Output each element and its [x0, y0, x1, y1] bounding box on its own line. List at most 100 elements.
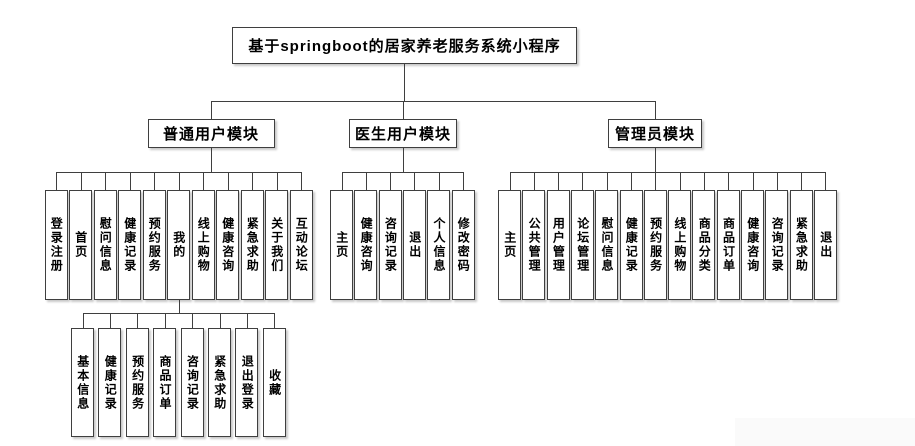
- tree-node: 用户管理: [546, 190, 570, 300]
- tree-node-label: 预约服务: [130, 354, 145, 411]
- connector-line: [801, 172, 803, 190]
- connector-line: [56, 172, 57, 190]
- window-corner-strip: [735, 418, 915, 446]
- connector-line: [105, 172, 106, 190]
- connector-line: [679, 172, 681, 190]
- connector-line: [82, 313, 275, 314]
- tree-node-label: 个人信息: [431, 217, 446, 273]
- tree-node-label: 健康记录: [122, 217, 137, 273]
- connector-line: [752, 172, 754, 190]
- connector-line: [414, 172, 416, 190]
- connector-line: [137, 313, 139, 328]
- connector-line: [703, 172, 705, 190]
- tree-node: 退出: [402, 190, 426, 300]
- connector-line: [558, 172, 560, 190]
- tree-node: 咨询记录: [180, 328, 204, 437]
- tree-node: 个人信息: [427, 190, 451, 300]
- tree-node: 商品订单: [716, 190, 740, 300]
- tree-node-label: 预约服务: [648, 217, 663, 273]
- tree-node-label: 登录注册: [49, 217, 64, 273]
- tree-node-label: 咨询记录: [185, 354, 200, 411]
- tree-node-label: 紧急求助: [794, 217, 809, 273]
- tree-node-label: 商品订单: [157, 354, 172, 411]
- tree-node: 健康记录: [98, 328, 122, 437]
- tree-node: 健康记录: [619, 190, 643, 300]
- tree-node: 商品分类: [692, 190, 716, 300]
- connector-line: [728, 172, 730, 190]
- connector-line: [341, 172, 463, 173]
- tree-node-label: 预约服务: [147, 217, 162, 273]
- tree-node: 咨询记录: [378, 190, 402, 300]
- tree-node: 互动论坛: [289, 190, 313, 300]
- connector-line: [276, 172, 278, 190]
- tree-node: 健康咨询: [216, 190, 239, 300]
- tree-node: 咨询记录: [765, 190, 789, 300]
- tree-node: 预约服务: [125, 328, 149, 437]
- connector-line: [211, 101, 655, 102]
- tree-node-label: 咨询记录: [770, 217, 785, 273]
- tree-node-label: 主页: [502, 231, 517, 259]
- tree-node-label: 健康记录: [103, 354, 118, 411]
- module-node: 医生用户模块: [349, 119, 457, 148]
- tree-node-label: 退出登录: [240, 354, 255, 411]
- tree-node: 关于我们: [265, 190, 288, 300]
- tree-node: 健康记录: [118, 190, 141, 300]
- connector-line: [178, 300, 180, 313]
- tree-node: 预约服务: [643, 190, 667, 300]
- connector-line: [404, 64, 405, 101]
- tree-node: 退出: [813, 190, 837, 300]
- connector-line: [341, 172, 343, 190]
- tree-node-label: 论坛管理: [575, 217, 590, 273]
- connector-line: [403, 101, 404, 119]
- connector-line: [129, 172, 131, 190]
- tree-node-label: 健康咨询: [359, 217, 374, 273]
- tree-node: 首页: [69, 190, 92, 300]
- root-node: 基于springboot的居家养老服务系统小程序: [232, 27, 577, 64]
- tree-node-label: 关于我们: [269, 217, 284, 273]
- connector-line: [154, 172, 155, 190]
- connector-line: [109, 313, 111, 328]
- tree-node-label: 基本信息: [75, 354, 90, 411]
- tree-node-label: 互动论坛: [294, 217, 309, 273]
- connector-line: [582, 172, 584, 190]
- connector-line: [463, 172, 464, 190]
- tree-node-label: 紧急求助: [212, 354, 227, 411]
- tree-node-label: 主页: [334, 231, 349, 259]
- tree-node-label: 慰问信息: [98, 217, 113, 273]
- tree-node-label: 首页: [73, 231, 88, 259]
- tree-node: 预约服务: [142, 190, 166, 300]
- tree-node-label: 用户管理: [551, 217, 566, 273]
- connector-line: [509, 172, 511, 190]
- connector-line: [776, 172, 778, 190]
- connector-line: [164, 313, 166, 328]
- tree-node: 健康咨询: [741, 190, 764, 300]
- tree-node: 退出登录: [235, 328, 259, 437]
- connector-line: [274, 313, 276, 328]
- module-node-label: 医生用户模块: [354, 126, 451, 143]
- connector-line: [203, 172, 204, 190]
- tree-node-label: 健康记录: [624, 217, 639, 273]
- tree-node: 登录注册: [44, 190, 68, 300]
- connector-line: [82, 313, 84, 328]
- tree-node-label: 咨询记录: [383, 217, 398, 273]
- tree-node-label: 商品订单: [721, 217, 736, 273]
- root-node-label: 基于springboot的居家养老服务系统小程序: [248, 38, 561, 55]
- connector-line: [403, 148, 404, 172]
- connector-line: [606, 172, 608, 190]
- connector-line: [533, 172, 535, 190]
- tree-node: 慰问信息: [595, 190, 619, 300]
- tree-node: 健康咨询: [354, 190, 378, 300]
- tree-node-label: 线上购物: [196, 217, 211, 273]
- tree-node: 收藏: [262, 328, 286, 437]
- tree-node: 紧急求助: [789, 190, 813, 300]
- connector-line: [825, 172, 827, 190]
- connector-line: [211, 101, 212, 119]
- tree-node-label: 修改密码: [456, 217, 471, 273]
- connector-line: [365, 172, 367, 190]
- module-node: 普通用户模块: [147, 119, 275, 148]
- module-node-label: 管理员模块: [614, 126, 695, 143]
- connector-line: [252, 172, 253, 190]
- connector-line: [301, 172, 302, 190]
- tree-node: 线上购物: [191, 190, 215, 300]
